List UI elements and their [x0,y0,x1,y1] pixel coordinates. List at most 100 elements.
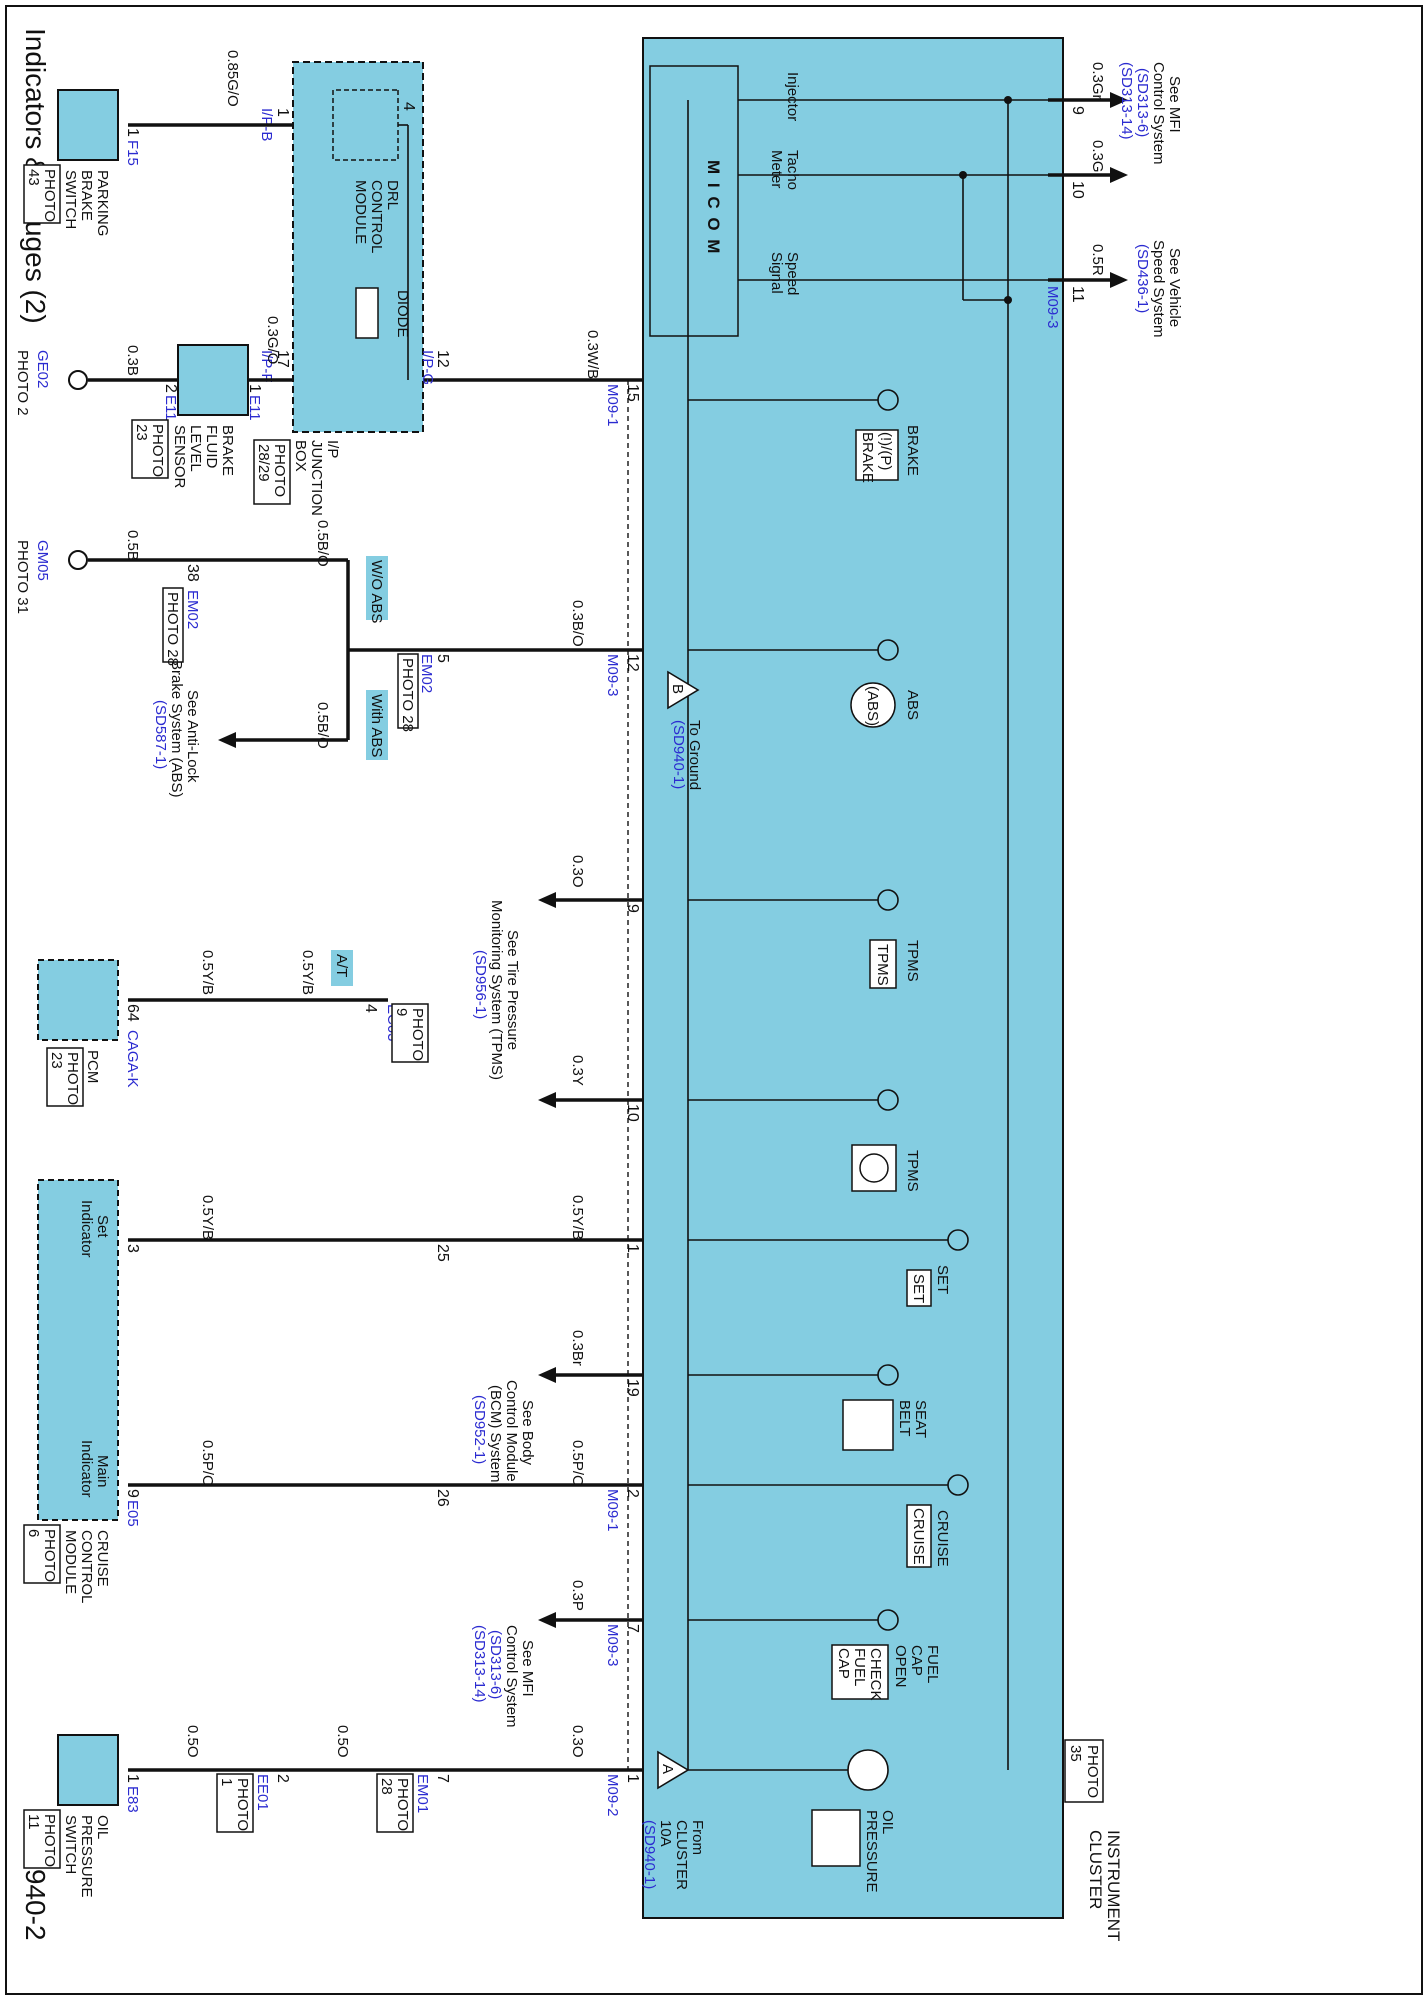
tpms-ref-2: Monitoring System (TPMS) [488,900,505,1080]
cag: CAGA-K [124,1030,141,1088]
set-symbol-box [906,1269,932,1307]
triangle-b-icon [667,670,700,710]
bfl-photo-box [131,419,169,479]
fuelcap-lamp-group: FUEL CAP OPEN CHECK FUEL CAP [688,1609,941,1701]
em02-pin-38: 38 [184,564,201,582]
fuelcap-label-3: OPEN [892,1645,909,1688]
wire-03y: 0.3Y [569,1055,586,1086]
oil-lamp-bulb-icon [847,1749,889,1791]
bcm-ref-1: See Body [519,1400,536,1466]
pin-15: 15 [624,384,641,402]
parking-brake-switch-icon [57,89,119,161]
wire-03b-label: 0.3B [124,345,141,376]
abs-ref-2: Brake System (ABS) [168,660,185,798]
ipb-pin: 1 [274,108,291,117]
ee01-photo: PHOTO [234,1778,251,1831]
tpms2-lamp-group: TPMS [688,1089,921,1192]
arrow-abs [218,732,236,748]
ge02: GE02 [34,350,51,388]
em01: EM01 [414,1774,431,1813]
pbs-photo-box [23,164,61,224]
micom-input-meter: Meter [768,150,785,188]
em02-photo-box-b [397,653,419,729]
cluster-name-2: CLUSTER [1086,1830,1105,1909]
ccm-photo: PHOTO [41,1529,58,1582]
bcm-ref-4: (SD952-1) [471,1395,488,1464]
em02-photo-a: PHOTO 28 [164,592,181,666]
micom-box [649,65,739,337]
pbs-line-3: SWITCH [62,170,79,229]
diode-label: DIODE [394,290,411,338]
wire-label-10: 0.3G [1089,140,1106,173]
abs-symbol-icon [850,682,896,728]
diode-icon [355,287,379,339]
brake-fluid-sensor-icon [177,344,249,416]
wire-085go-label: 0.85G/O [224,50,241,107]
abs-label: ABS [904,690,921,720]
fuelcap-symbol-1: CHECK [867,1648,884,1701]
triangle-a: A [659,1764,676,1774]
brake-symbol-box [855,429,899,481]
ec03-photo-box [391,1003,429,1063]
ipg: I/P-G [419,350,436,385]
tire-pressure-icon [859,1153,889,1183]
ops-line-3: SWITCH [62,1815,79,1874]
bcm-ref-3: (BCM) System [487,1385,504,1483]
from-line-3: 10A [657,1820,674,1847]
ipjb-photo: PHOTO [271,444,288,497]
arrow-out-10 [1110,167,1128,183]
oil-label-1: OIL [879,1810,896,1834]
wo-abs-tag [366,556,388,620]
cruise-lamp-group: CRUISE CRUISE [688,1474,969,1568]
e11-pin-2: 2 [162,384,179,393]
ops-photo: PHOTO [41,1814,58,1867]
conn-m09-3: M09-3 [1044,286,1061,329]
e05: E05 [124,1500,141,1527]
pin-2-ee01: 2 [274,1774,291,1783]
pcm: PCM [84,1050,101,1083]
junction-dot [959,171,967,179]
oil-pressure-lamp-group: OIL PRESSURE [688,1749,896,1893]
set-symbol: SET [910,1274,927,1303]
ip-junction-box [292,61,424,433]
arrow-out-11 [1110,272,1128,288]
ec03-photo-num: 9 [393,1008,410,1016]
ground-icon [68,550,88,570]
from-ref: (SD940-1) [641,1820,658,1889]
cluster-photo-box [1064,1739,1104,1803]
mfi-ref-3: (SD313-6) [1134,68,1151,137]
wire-05yb-a: 0.5Y/B [299,950,316,995]
em01-photo-box [376,1773,414,1833]
cluster-name-1: INSTRUMENT [1104,1830,1123,1941]
wire-label-11: 0.5R [1089,244,1106,276]
mfi-ref-2: Control System [1150,62,1167,165]
m093-pin-12: 12 [624,654,641,672]
drl-pin-4: 4 [400,102,417,111]
wire-05bo-abs-label: 0.5B/O [314,702,331,749]
bcm-ref-2: Control Module [503,1380,520,1482]
micom-label: M I C O M [704,160,723,255]
pbs-photo-num: 43 [25,169,42,186]
wire-03p: 0.3P [569,1580,586,1611]
ccm-set-2: Indicator [78,1200,95,1258]
ee01: EE01 [254,1774,271,1811]
ccm-line-3: MODULE [62,1530,79,1594]
ground-icon [68,370,88,390]
pin-7-fuel: 7 [624,1624,641,1633]
brake-symbol-1: (!)/(P) [877,432,894,470]
micom-input-signal: Signal [768,252,785,294]
tpms2-symbol-box [851,1144,897,1192]
wire-05b-label: 0.5B [124,530,141,561]
ec03-photo: PHOTO [409,1008,426,1061]
with-abs-tag [366,690,388,760]
drl-line-1: DRL [384,180,401,210]
ops-line-2: PRESSURE [78,1815,95,1898]
ee01-photo-num: 1 [218,1778,235,1786]
cluster-photo-num: 35 [1067,1745,1084,1762]
pin-11: 11 [1069,286,1086,303]
oil-can-icon [811,1809,861,1867]
wire-label-9: 0.3Gr [1089,62,1106,100]
em02-pin-5: 5 [434,654,451,663]
